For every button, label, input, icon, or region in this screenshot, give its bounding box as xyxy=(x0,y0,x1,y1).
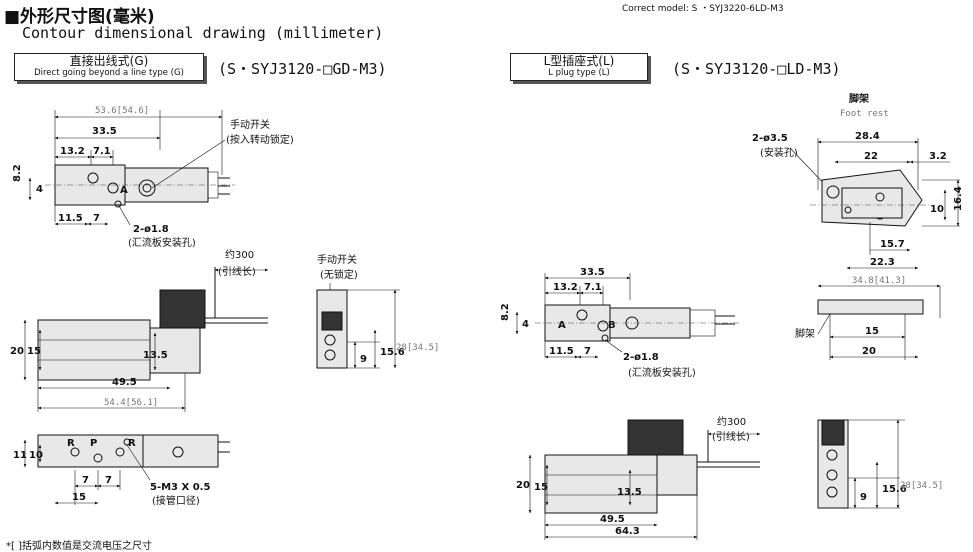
port-B-label: B xyxy=(608,320,616,331)
dim-13-5: 13.5 xyxy=(143,350,168,361)
dim-15-right: 15 xyxy=(534,482,548,493)
dim-64-3: 64.3 xyxy=(615,526,640,537)
port-A-label-right: A xyxy=(558,320,566,331)
foot-rest-side xyxy=(817,299,924,315)
dim-3-2: 3.2 xyxy=(929,151,947,162)
dim-16-4: 16.4 xyxy=(953,186,964,211)
approx-300-label-right: 约300 xyxy=(717,415,746,428)
left-front-view: 约300 (引线长) 20 15 13.5 49.5 54.4[56.1] xyxy=(10,248,269,412)
manual-switch-icon xyxy=(138,179,156,197)
dim-7: 7 xyxy=(93,213,100,224)
left-model-number: (S・SYJ3120-□GD-M3) xyxy=(218,60,387,78)
dim-9-right: 9 xyxy=(860,492,867,503)
dim-28: 28[34.5] xyxy=(396,343,439,353)
foot-rest-view: 脚架 Foot rest 28.4 22 3.2 2-ø3.5 (安装孔) 10… xyxy=(752,92,964,360)
port-P-label: P xyxy=(90,438,97,449)
plug-connector xyxy=(627,419,684,456)
foot-rest-en-label: Foot rest xyxy=(840,109,889,119)
dim-22: 22 xyxy=(864,151,878,162)
dim-15-7: 15.7 xyxy=(880,239,905,250)
dim-20: 20 xyxy=(10,346,24,357)
hole-spec-label-right: 2-ø1.8 xyxy=(623,352,659,363)
right-model-number: (S・SYJ3120-□LD-M3) xyxy=(672,60,841,78)
dim-54-4: 54.4[56.1] xyxy=(104,398,158,408)
left-side-view: 手动开关 (无锁定) 9 15.6 28[34.5] xyxy=(316,253,439,369)
port-R1-label: R xyxy=(67,438,75,449)
coil-front xyxy=(159,289,206,329)
dim-28-right: 28[34.5] xyxy=(900,481,943,491)
dim-33-5-right: 33.5 xyxy=(580,267,605,278)
dim-33-5: 33.5 xyxy=(92,126,117,137)
manifold-holes-label: (汇流板安装孔) xyxy=(128,236,196,249)
port-R2-label: R xyxy=(128,438,136,449)
manifold-hole xyxy=(87,172,99,184)
left-type-tag-cn: 直接出线式(G) xyxy=(69,54,149,68)
right-front-view: 约300 (引线长) 20 15 13.5 49.5 64.3 xyxy=(516,415,761,540)
left-type-tag: 直接出线式(G) Direct going beyond a line type… xyxy=(14,53,204,81)
dim-20-foot: 20 xyxy=(862,346,876,357)
port-A-label: A xyxy=(120,185,128,196)
dim-53-6: 53.6[54.6] xyxy=(95,106,149,116)
right-type-tag: L型插座式(L) L plug type (L) xyxy=(510,53,648,81)
dim-34-8: 34.8[41.3] xyxy=(852,276,906,286)
right-type-tag-cn: L型插座式(L) xyxy=(543,54,615,68)
manifold-holes-label-right: (汇流板安装孔) xyxy=(628,366,696,379)
dim-7-left: 7 xyxy=(82,475,89,486)
dim-13-5-right: 13.5 xyxy=(617,487,642,498)
dim-15: 15 xyxy=(27,346,41,357)
page-title: ■外形尺寸图(毫米) xyxy=(4,7,155,27)
dim-10: 10 xyxy=(29,450,43,461)
page-subtitle: Contour dimensional drawing (millimeter) xyxy=(22,24,384,42)
foot-rest-cn-label: 脚架 xyxy=(849,92,869,105)
dim-7-right: 7 xyxy=(105,475,112,486)
dim-4: 4 xyxy=(36,184,43,195)
dim-15-6: 15.6 xyxy=(380,347,405,358)
dim-13-2-right: 13.2 xyxy=(553,282,578,293)
dim-8-2-right: 8.2 xyxy=(500,303,511,321)
dim-7-right-top: 7 xyxy=(584,346,591,357)
right-side-view: 9 15.6 28[34.5] xyxy=(817,419,943,509)
dim-10-foot: 10 xyxy=(930,204,944,215)
correct-model-note: Correct model: S ・SYJ3220-6LD-M3 xyxy=(622,4,784,14)
valve-body-front xyxy=(37,319,151,381)
dim-22-3: 22.3 xyxy=(870,257,895,268)
dim-8-2: 8.2 xyxy=(12,164,23,182)
dim-4-right: 4 xyxy=(522,319,529,330)
left-top-view: 53.6[54.6] 33.5 13.2 7.1 A 8.2 4 11.5 7 … xyxy=(12,106,294,249)
dim-13-2: 13.2 xyxy=(60,146,85,157)
pipe-port-label: (接管口径) xyxy=(152,494,200,507)
port-spec-label: 5-M3 X 0.5 xyxy=(150,482,210,493)
no-lock-label: (无锁定) xyxy=(320,268,358,281)
push-rotate-lock-label: (按入转动锁定) xyxy=(226,133,294,146)
dim-9: 9 xyxy=(360,354,367,365)
hole-spec-label: 2-ø1.8 xyxy=(133,224,169,235)
left-bottom-view: R P R 11 10 7 7 15 5-M3 X 0.5 (接管口径) xyxy=(13,434,230,507)
mount-hole-label: (安装孔) xyxy=(760,146,798,159)
mount-hole-spec-label: 2-ø3.5 xyxy=(752,133,788,144)
dim-15-6-right: 15.6 xyxy=(882,484,907,495)
right-top-view: 33.5 13.2 7.1 A B 8.2 4 11.5 7 2-ø1.8 (汇… xyxy=(500,267,740,379)
foot-label: 脚架 xyxy=(795,327,815,340)
dim-49-5-right: 49.5 xyxy=(600,514,625,525)
dim-11: 11 xyxy=(13,450,27,461)
dim-15-foot: 15 xyxy=(865,326,879,337)
dim-15-bottom: 15 xyxy=(72,492,86,503)
dim-7-1: 7.1 xyxy=(93,146,111,157)
dim-49-5: 49.5 xyxy=(112,377,137,388)
left-type-tag-en: Direct going beyond a line type (G) xyxy=(34,68,184,78)
footnote: *[ ]括弧内数值是交流电压之尺寸 xyxy=(6,541,152,552)
manual-switch-label: 手动开关 xyxy=(230,118,270,131)
dim-11-5-right: 11.5 xyxy=(549,346,574,357)
dim-11-5: 11.5 xyxy=(58,213,83,224)
mount-hole xyxy=(826,185,840,199)
dim-20-right: 20 xyxy=(516,480,530,491)
lead-length-label: (引线长) xyxy=(218,265,256,278)
dim-7-1-right: 7.1 xyxy=(584,282,602,293)
lead-length-label-right: (引线长) xyxy=(712,430,750,443)
manual-switch-label-2: 手动开关 xyxy=(317,253,357,266)
approx-300-label: 约300 xyxy=(225,248,254,261)
dim-28-4: 28.4 xyxy=(855,131,880,142)
right-type-tag-en: L plug type (L) xyxy=(548,68,610,78)
